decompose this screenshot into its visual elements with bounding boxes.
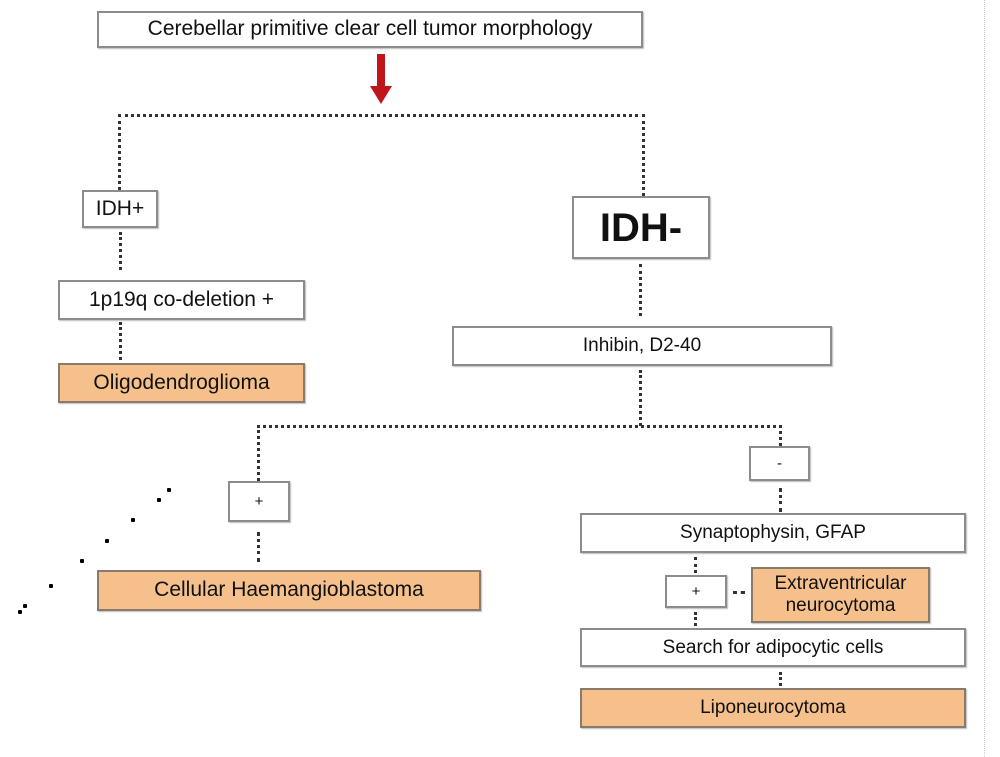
ellipsis-dot (18, 610, 22, 614)
inhibin-test-node: Inhibin, D2-40 (452, 326, 832, 366)
inhibin-test-label: Inhibin, D2-40 (582, 335, 702, 357)
liponeurocytoma-result: Liponeurocytoma (580, 688, 966, 728)
extraventricular-neurocytoma-label: Extraventricular neurocytoma (774, 573, 907, 616)
adipocytic-search-node: Search for adipocytic cells (580, 628, 966, 667)
connector (779, 672, 782, 686)
ellipsis-dot (80, 559, 84, 563)
connector (779, 425, 782, 446)
connector (694, 612, 697, 626)
inhibin-negative-node: - (749, 446, 810, 481)
connector (257, 425, 260, 481)
connector (779, 488, 782, 512)
oligodendroglioma-result: Oligodendroglioma (58, 363, 305, 403)
oligodendroglioma-label: Oligodendroglioma (93, 370, 270, 394)
haemangioblastoma-result: Cellular Haemangioblastoma (97, 570, 481, 611)
synaptophysin-positive-label: + (691, 582, 701, 600)
connector (642, 114, 645, 196)
connector (733, 591, 745, 594)
ellipsis-dot (23, 604, 27, 608)
ellipsis-dot (49, 584, 53, 588)
root-node-label: Cerebellar primitive clear cell tumor mo… (147, 17, 593, 41)
ellipsis-dot (167, 488, 171, 492)
idh-negative-label: IDH- (599, 205, 683, 250)
synaptophysin-test-node: Synaptophysin, GFAP (580, 513, 966, 553)
inhibin-negative-label: - (777, 454, 782, 472)
page-edge-divider (984, 0, 985, 757)
codeletion-test-node: 1p19q co-deletion + (58, 280, 305, 320)
adipocytic-search-label: Search for adipocytic cells (662, 636, 884, 658)
ellipsis-dot (105, 539, 109, 543)
idh-positive-label: IDH+ (95, 196, 145, 220)
idh-negative-node: IDH- (572, 196, 710, 259)
connector (694, 557, 697, 573)
connector (639, 264, 642, 316)
inhibin-positive-node: + (228, 481, 290, 522)
synaptophysin-positive-node: + (665, 575, 727, 608)
haemangioblastoma-label: Cellular Haemangioblastoma (154, 578, 424, 602)
synaptophysin-test-label: Synaptophysin, GFAP (680, 522, 866, 544)
down-arrow-icon (370, 54, 392, 104)
connector (257, 425, 782, 428)
connector (119, 232, 122, 270)
ellipsis-dot (157, 498, 161, 502)
connector (118, 114, 121, 190)
idh-positive-node: IDH+ (82, 190, 158, 228)
inhibin-positive-label: + (254, 492, 264, 510)
connector (639, 370, 642, 426)
root-node: Cerebellar primitive clear cell tumor mo… (97, 11, 643, 48)
codeletion-test-label: 1p19q co-deletion + (88, 287, 275, 311)
ellipsis-dot (131, 518, 135, 522)
extraventricular-neurocytoma-result: Extraventricular neurocytoma (751, 567, 930, 623)
connector (119, 322, 122, 360)
connector (257, 532, 260, 562)
liponeurocytoma-label: Liponeurocytoma (700, 697, 846, 719)
connector (118, 114, 645, 117)
